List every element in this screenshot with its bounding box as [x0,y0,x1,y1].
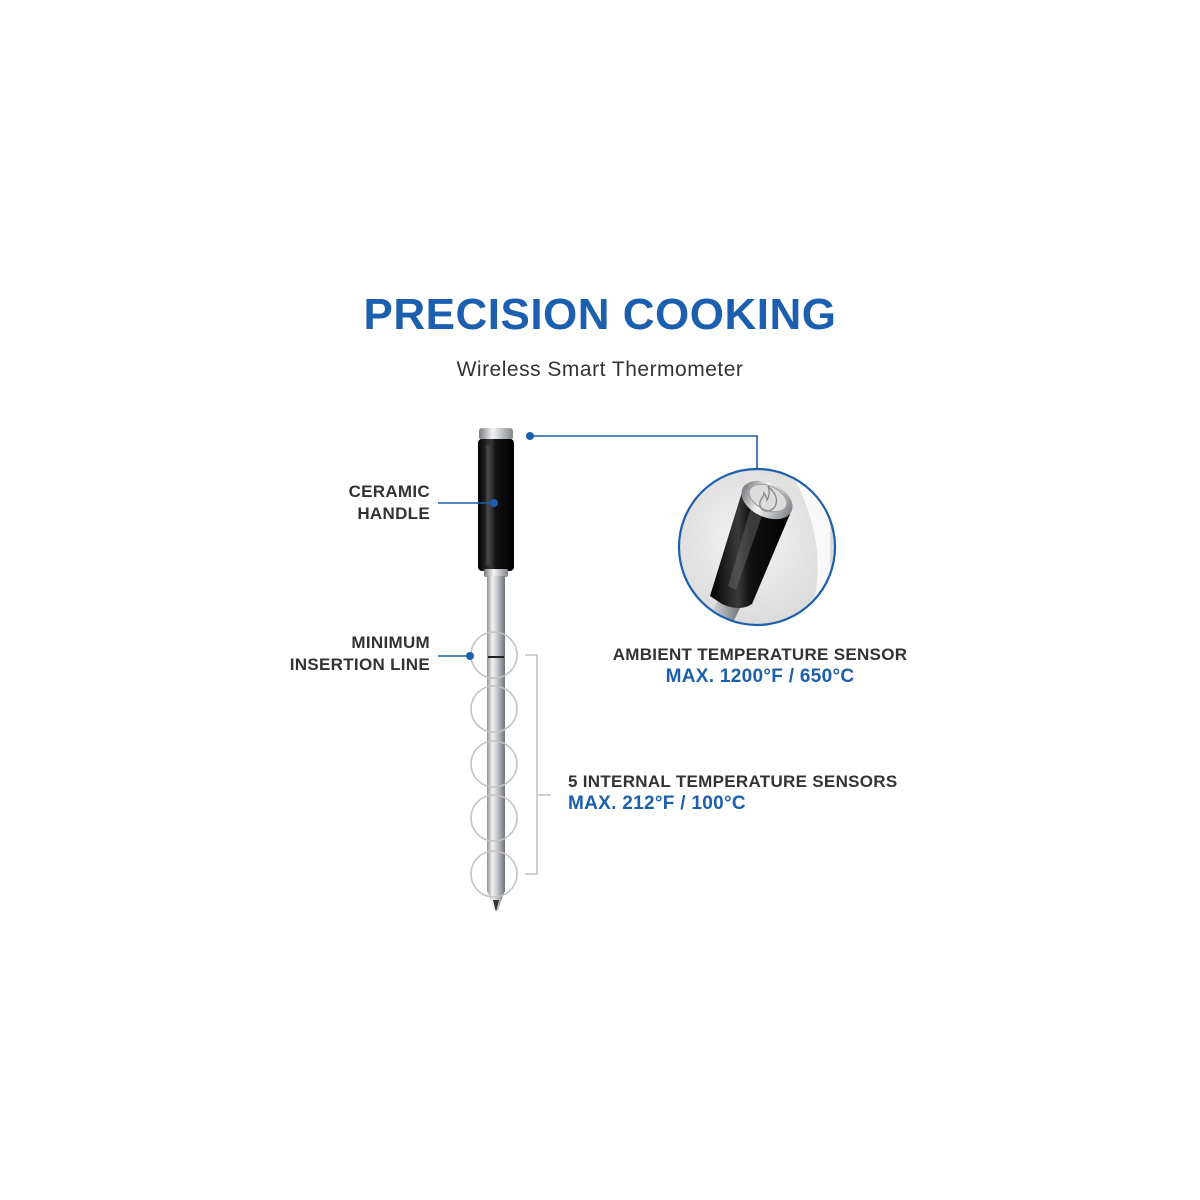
insertion-line-label-line2: INSERTION LINE [289,655,430,674]
page-title: PRECISION COOKING [363,290,837,339]
ambient-sensor-title: AMBIENT TEMPERATURE SENSOR [612,645,908,664]
flame-icon [759,485,778,512]
ambient-callout-line [526,432,758,468]
handle-callout-line [438,499,498,507]
internal-sensors-max: MAX. 212°F / 100°C [568,793,746,814]
ceramic-handle-label: CERAMIC HANDLE [280,481,430,525]
ambient-sensor-label: AMBIENT TEMPERATURE SENSOR MAX. 1200°F /… [560,644,960,688]
page-subtitle: Wireless Smart Thermometer [456,358,744,381]
insertion-line-label: MINIMUM INSERTION LINE [250,632,430,676]
sensor-circle-2 [470,685,518,733]
sensor-circle-3 [470,740,518,788]
probe-cap [479,428,513,440]
ambient-sensor-max: MAX. 1200°F / 650°C [665,666,855,687]
insertion-line-label-line1: MINIMUM [351,633,430,652]
insertion-line-mark [488,656,504,658]
sensor-circle-4 [470,794,518,842]
internal-sensors-bracket [525,654,551,875]
steel-shaft [487,576,505,892]
ambient-sensor-zoom [677,467,837,627]
ceramic-handle-label-line2: HANDLE [357,504,430,523]
insertion-callout-line [438,652,474,660]
internal-sensor-circles [470,631,518,898]
ceramic-handle-label-line1: CERAMIC [348,482,430,501]
internal-sensors-title: 5 INTERNAL TEMPERATURE SENSORS [568,772,898,791]
sensor-circle-5 [470,850,518,898]
internal-sensors-label: 5 INTERNAL TEMPERATURE SENSORS MAX. 212°… [568,771,968,815]
